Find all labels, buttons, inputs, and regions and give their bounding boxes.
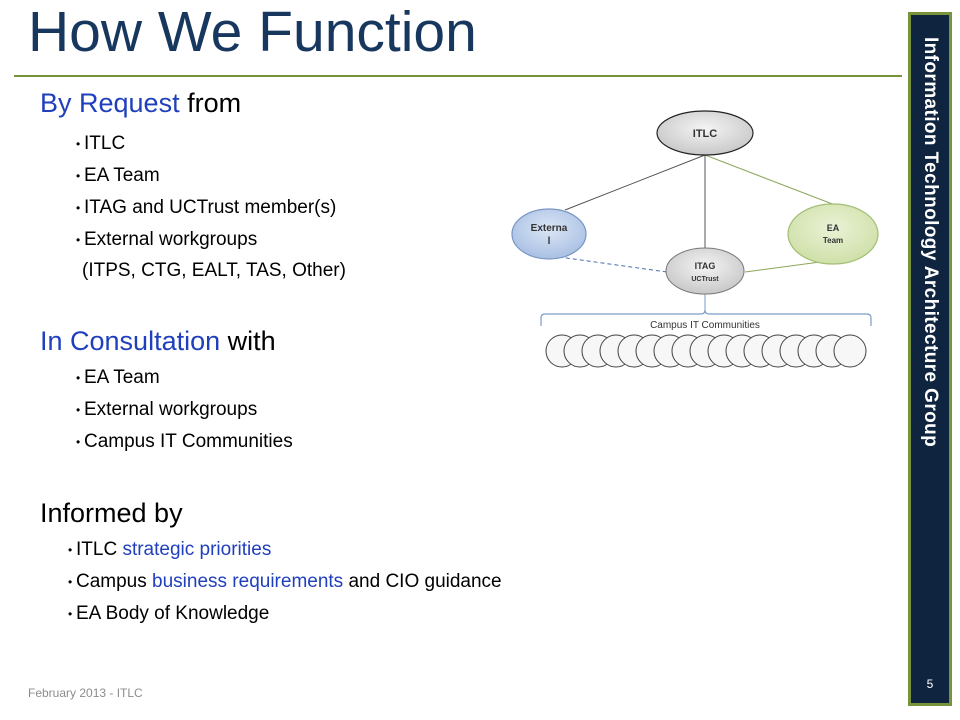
node-ea-team: [787, 203, 879, 265]
heading-by-request: By Request from: [40, 88, 241, 119]
connector-itlc-ea: [704, 154, 836, 206]
slide-title: How We Function: [28, 0, 477, 64]
list-item-text: Campus: [76, 571, 153, 592]
node-itlc-label: ITLC: [693, 128, 717, 140]
heading-in-consultation-accent: In Consultation: [40, 326, 221, 356]
heading-by-request-rest: from: [179, 88, 242, 118]
node-itag: [665, 247, 745, 295]
communities-label: Campus IT Communities: [650, 320, 760, 331]
page-number: 5: [926, 677, 934, 691]
heading-in-consultation-rest: with: [220, 326, 276, 356]
heading-informed-by: Informed by: [40, 498, 183, 528]
list-item: Campus IT Communities: [76, 426, 293, 458]
list-item: External workgroups: [76, 394, 293, 426]
title-underline: [14, 75, 902, 77]
node-external-label-1: Externa: [531, 223, 568, 234]
connector-itlc-external: [564, 154, 706, 211]
list-item-text: ITLC: [76, 539, 123, 560]
node-itag-label-1: ITAG: [695, 261, 716, 271]
community-circles: [545, 334, 867, 368]
footer-date: February 2013 - ITLC: [28, 686, 143, 700]
node-itlc: [656, 110, 754, 156]
list-item: ITAG and UCTrust member(s): [76, 192, 336, 224]
list-item: Campus business requirements and CIO gui…: [68, 566, 502, 598]
side-banner-text: Information Technology Architecture Grou…: [920, 37, 941, 448]
community-circle: [833, 334, 867, 368]
list-item-highlight: business requirements: [152, 571, 344, 592]
node-ea-label-1: EA: [827, 223, 840, 233]
list-item-highlight: strategic priorities: [122, 539, 272, 560]
heading-by-request-accent: By Request: [40, 88, 180, 118]
side-banner: Information Technology Architecture Grou…: [908, 12, 952, 706]
org-diagram: ITLC Externa l EA Team ITAG UCTrust Camp…: [511, 110, 879, 368]
list-item: EA Team: [76, 362, 293, 394]
list-item: EA Team: [76, 160, 336, 192]
consult-list: EA Team External workgroups Campus IT Co…: [76, 362, 293, 458]
node-external-label-2: l: [548, 236, 551, 247]
node-external: [511, 208, 587, 260]
node-ea-label-2: Team: [823, 236, 843, 245]
list-item-text: and CIO guidance: [343, 571, 502, 592]
list-item: ITLC strategic priorities: [68, 534, 502, 566]
list-item: EA Body of Knowledge: [68, 598, 502, 630]
list-item: ITLC: [76, 128, 336, 160]
node-itag-label-2: UCTrust: [691, 276, 719, 283]
list-item: External workgroups: [76, 224, 336, 256]
request-list: ITLC EA Team ITAG and UCTrust member(s) …: [76, 128, 336, 256]
list-item-text: EA Body of Knowledge: [76, 603, 270, 624]
request-subline: (ITPS, CTG, EALT, TAS, Other): [82, 260, 346, 281]
informed-list: ITLC strategic priorities Campus busines…: [68, 534, 502, 630]
communities-brace: [540, 309, 872, 326]
heading-in-consultation: In Consultation with: [40, 326, 276, 357]
